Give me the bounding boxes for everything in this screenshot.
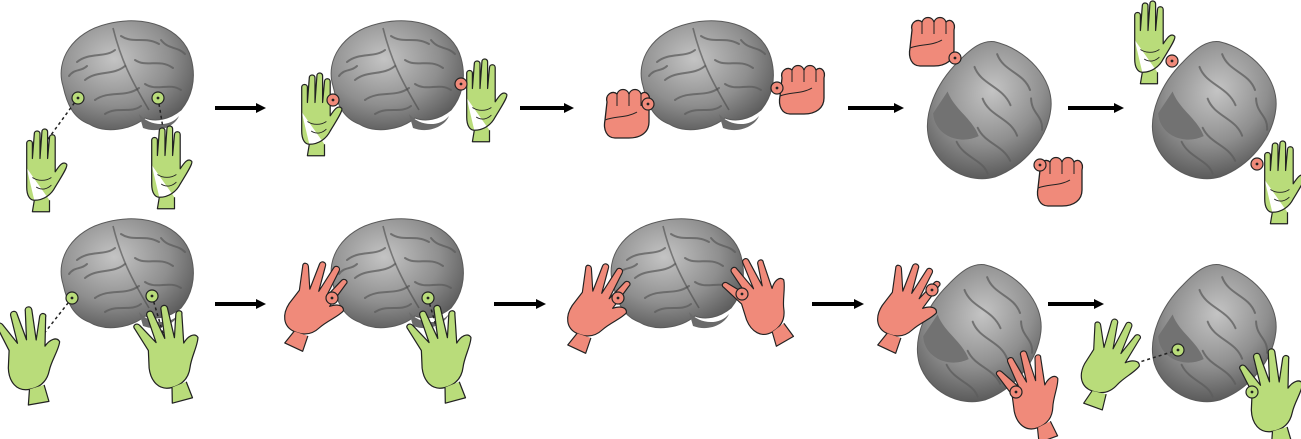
contact-point-icon [949,52,961,64]
brain-icon [61,219,193,328]
fist-icon [779,66,824,115]
contact-point-icon [1166,55,1178,67]
hand-icon [1068,311,1152,416]
contact-point-icon [1172,344,1184,356]
contact-point-icon [152,92,164,104]
contact-point-icon [66,292,78,304]
step-5 [1128,1,1301,224]
hand-icon [467,59,507,142]
step-1 [0,219,213,408]
hand-icon [1265,141,1301,224]
step-5 [1068,248,1301,439]
contact-point-icon [612,292,624,304]
step-3 [604,21,824,138]
contact-point-icon [771,82,783,94]
brain-icon [641,21,773,130]
contact-point-icon [1010,386,1022,398]
fist-icon [909,18,954,67]
contact-point-icon [455,78,467,90]
step-3 [553,219,811,362]
hand-icon [27,129,67,212]
fist-icon [604,90,649,139]
contact-point-icon [327,94,339,106]
contact-point-icon [422,292,434,304]
hand-icon [152,126,192,209]
step-4 [903,18,1083,207]
contact-point-icon [1034,159,1046,171]
contact-point-icon [146,290,158,302]
brain-icon [61,21,193,130]
row-grab [27,1,1301,224]
contact-point-icon [1251,158,1263,170]
step-4 [863,248,1077,439]
contact-point-icon [72,92,84,104]
brain-icon [331,21,463,130]
contact-point-icon [736,288,748,300]
brain-icon [331,219,463,328]
step-1 [27,21,194,212]
hand-icon [1135,1,1175,84]
contact-point-icon [326,292,338,304]
step-2 [302,21,507,156]
brain-icon [611,219,743,328]
hand-icon [0,303,70,408]
row-push [0,219,1301,439]
contact-point-icon [642,98,654,110]
contact-point-icon [926,284,938,296]
step-2 [270,219,486,408]
contact-point-icon [1246,386,1258,398]
